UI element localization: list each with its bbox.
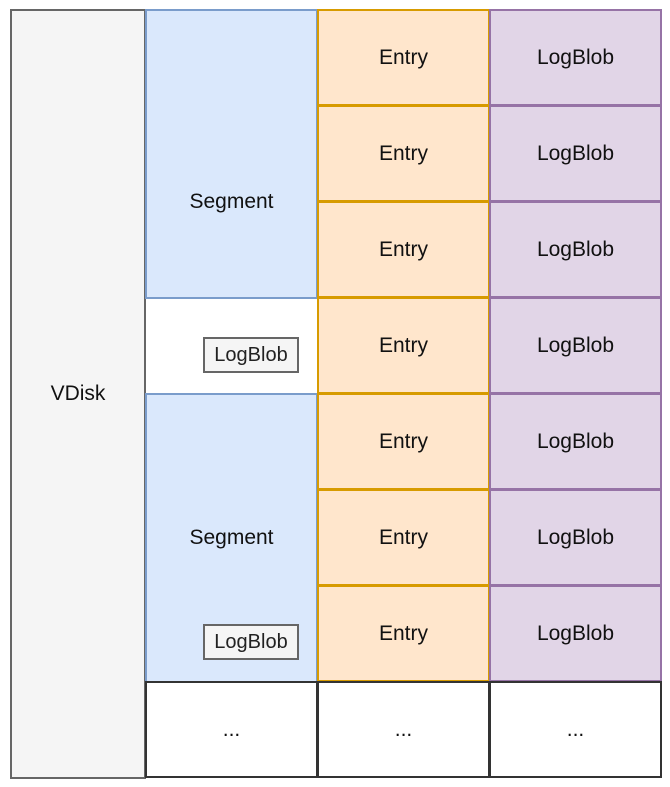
entry-label: Entry xyxy=(378,429,428,453)
entry-label: Entry xyxy=(378,237,428,261)
vdisk-label: VDisk xyxy=(50,382,106,405)
logblob-label: LogBlob xyxy=(536,429,615,453)
ellipsis-entry: ... xyxy=(317,681,490,778)
entry-block-4: Entry xyxy=(317,297,490,394)
entry-block-6: Entry xyxy=(317,489,490,586)
logblob-label: LogBlob xyxy=(536,621,615,645)
logblob-block-7: LogBlob xyxy=(489,585,662,682)
entry-label: Entry xyxy=(378,45,428,69)
logblob-label: LogBlob xyxy=(536,525,615,549)
ellipsis-segment: ... xyxy=(145,681,318,778)
segment-label-1: Segment xyxy=(189,190,274,213)
logblob-block-2: LogBlob xyxy=(489,105,662,202)
logblob-label: LogBlob xyxy=(536,237,615,261)
entry-block-1: Entry xyxy=(317,9,490,106)
segment-logblob-1: LogBlob xyxy=(203,337,299,373)
logblob-block-4: LogBlob xyxy=(489,297,662,394)
logblob-block-1: LogBlob xyxy=(489,9,662,106)
segment-logblob-label-2: LogBlob xyxy=(214,630,288,653)
segment-logblob-2: LogBlob xyxy=(203,624,299,660)
ellipsis-label: ... xyxy=(222,717,241,741)
ellipsis-label: ... xyxy=(566,717,585,741)
logblob-block-6: LogBlob xyxy=(489,489,662,586)
ellipsis-logblob: ... xyxy=(489,681,662,778)
entry-block-7: Entry xyxy=(317,585,490,682)
segment-logblob-label-1: LogBlob xyxy=(214,343,288,366)
logblob-block-5: LogBlob xyxy=(489,393,662,490)
entry-block-5: Entry xyxy=(317,393,490,490)
entry-label: Entry xyxy=(378,333,428,357)
entry-block-3: Entry xyxy=(317,201,490,298)
entry-label: Entry xyxy=(378,141,428,165)
ellipsis-label: ... xyxy=(394,717,413,741)
entry-label: Entry xyxy=(378,525,428,549)
segment-block-2: Segment LogBlob xyxy=(145,393,318,683)
logblob-label: LogBlob xyxy=(536,333,615,357)
segment-block-1: Segment LogBlob xyxy=(145,9,318,373)
entry-block-2: Entry xyxy=(317,105,490,202)
logblob-block-3: LogBlob xyxy=(489,201,662,298)
segment-label-2: Segment xyxy=(189,526,274,549)
logblob-label: LogBlob xyxy=(536,45,615,69)
logblob-label: LogBlob xyxy=(536,141,615,165)
vdisk-block: VDisk xyxy=(10,9,146,779)
entry-label: Entry xyxy=(378,621,428,645)
